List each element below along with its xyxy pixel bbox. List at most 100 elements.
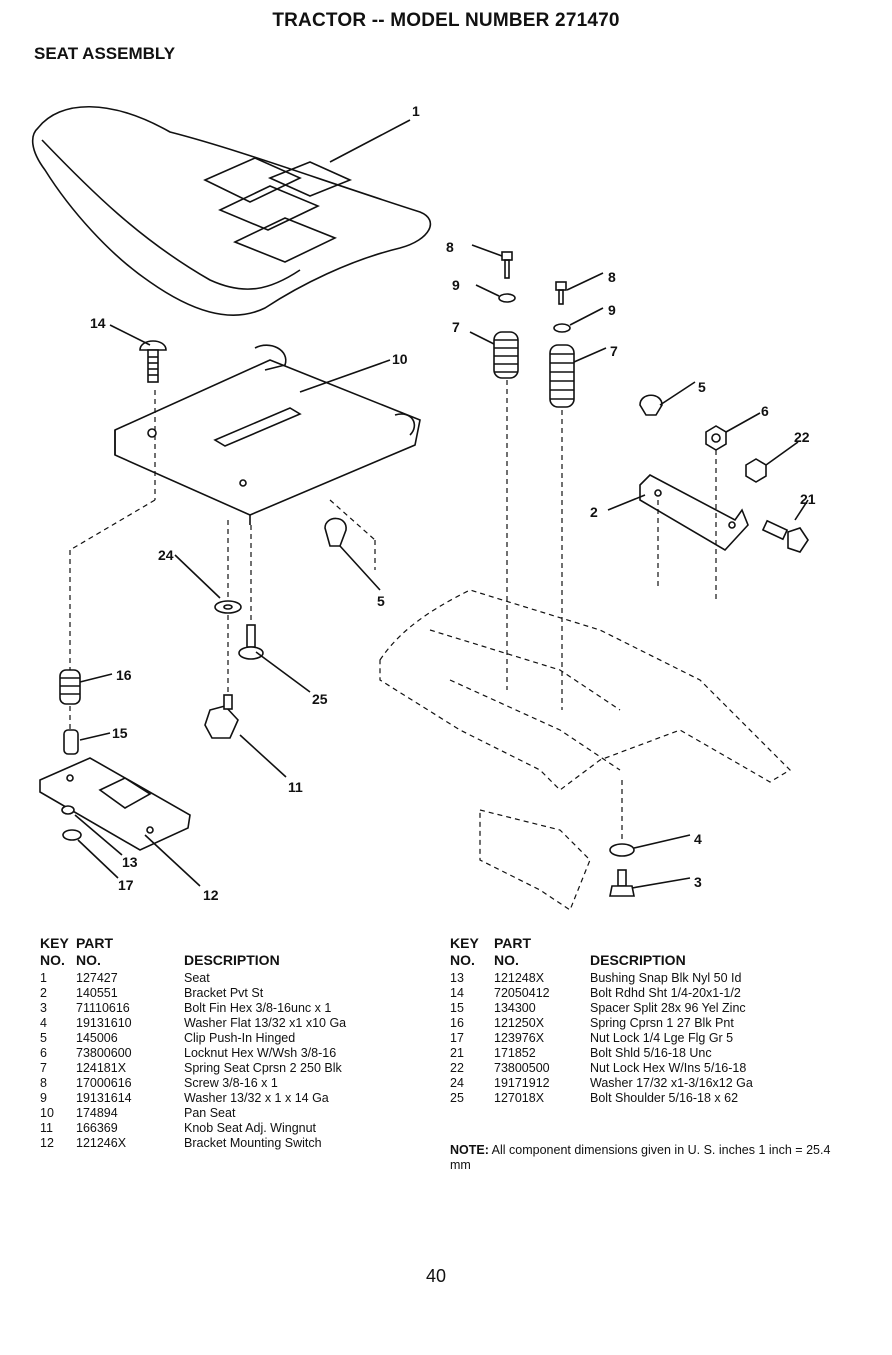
part-description: Bolt Fin Hex 3/8-16unc x 1 (184, 1001, 332, 1015)
part-number: 19171912 (494, 1076, 550, 1090)
parts-row: 1 127427 Seat (40, 971, 440, 986)
parts-table-left: KEY PART NO. NO. DESCRIPTION 1 127427 Seat… (40, 936, 440, 1151)
key-number: 7 (40, 1061, 47, 1075)
callout-13: 13 (122, 854, 138, 870)
key-number: 17 (450, 1031, 464, 1045)
exploded-parts-diagram: 1 2 3 4 5 5 6 7 7 8 8 9 9 10 11 12 13 14… (31, 103, 816, 911)
key-number: 9 (40, 1091, 47, 1105)
header-key: KEY (450, 935, 479, 951)
parts-row: 22 73800500 Nut Lock Hex W/Ins 5/16-18 (450, 1061, 870, 1076)
part-description: Bracket Pvt St (184, 986, 264, 1000)
part-description: Bracket Mounting Switch (184, 1136, 322, 1150)
callout-2: 2 (590, 504, 598, 520)
part-description: Locknut Hex W/Wsh 3/8-16 (184, 1046, 337, 1060)
part-number: 127018X (494, 1091, 545, 1105)
key-number: 1 (40, 971, 47, 985)
key-number: 22 (450, 1061, 464, 1075)
callout-21: 21 (800, 491, 816, 507)
callout-1: 1 (412, 103, 420, 119)
callout-9-left: 9 (452, 277, 460, 293)
part-description: Nut Lock 1/4 Lge Flg Gr 5 (590, 1031, 734, 1045)
callout-17: 17 (118, 877, 134, 893)
header-key-no: NO. (450, 952, 475, 968)
part-number: 124181X (76, 1061, 127, 1075)
header-part: PART (76, 935, 114, 951)
key-number: 8 (40, 1076, 47, 1090)
part-number: 72050412 (494, 986, 550, 1000)
callout-3: 3 (694, 874, 702, 890)
key-number: 14 (450, 986, 464, 1000)
part-number: 174894 (76, 1106, 118, 1120)
callout-4: 4 (694, 831, 702, 847)
key-number: 24 (450, 1076, 464, 1090)
parts-row: 6 73800600 Locknut Hex W/Wsh 3/8-16 (40, 1046, 440, 1061)
part-number: 121246X (76, 1136, 127, 1150)
key-number: 10 (40, 1106, 54, 1120)
part-description: Pan Seat (184, 1106, 236, 1120)
callout-22: 22 (794, 429, 810, 445)
part-number: 19131614 (76, 1091, 132, 1105)
callout-8-left: 8 (446, 239, 454, 255)
note-label: NOTE: (450, 1143, 489, 1157)
key-number: 15 (450, 1001, 464, 1015)
part-description: Spring Cprsn 1 27 Blk Pnt (590, 1016, 734, 1030)
section-title: SEAT ASSEMBLY (34, 44, 176, 63)
header-part-no: NO. (76, 952, 101, 968)
callout-9-right: 9 (608, 302, 616, 318)
part-description: Washer Flat 13/32 x1 x10 Ga (184, 1016, 347, 1030)
parts-row: 15 134300 Spacer Split 28x 96 Yel Zinc (450, 1001, 870, 1016)
part-number: 166369 (76, 1121, 118, 1135)
key-number: 3 (40, 1001, 47, 1015)
callout-7-left: 7 (452, 319, 460, 335)
part-number: 73800500 (494, 1061, 550, 1075)
part-number: 127427 (76, 971, 118, 985)
callout-6: 6 (761, 403, 769, 419)
callout-7-right: 7 (610, 343, 618, 359)
part-description: Washer 17/32 x1-3/16x12 Ga (590, 1076, 753, 1090)
spring-right (549, 344, 575, 408)
spring-left (493, 331, 519, 379)
callout-14: 14 (90, 315, 106, 331)
part-description: Screw 3/8-16 x 1 (184, 1076, 278, 1090)
part-description: Nut Lock Hex W/Ins 5/16-18 (590, 1061, 747, 1075)
part-number: 73800600 (76, 1046, 132, 1060)
part-description: Bushing Snap Blk Nyl 50 Id (590, 971, 742, 985)
key-number: 2 (40, 986, 47, 1000)
callout-25: 25 (312, 691, 328, 707)
part-number: 121248X (494, 971, 545, 985)
header-key-no: NO. (40, 952, 65, 968)
key-number: 11 (40, 1121, 53, 1135)
callout-12: 12 (203, 887, 219, 903)
pan-seat-drawing (114, 344, 421, 525)
key-number: 21 (450, 1046, 464, 1060)
header-description: DESCRIPTION (184, 952, 280, 968)
bracket-pivot-drawing (639, 474, 749, 552)
header-key: KEY (40, 935, 69, 951)
callout-24: 24 (158, 547, 174, 563)
parts-row: 9 19131614 Washer 13/32 x 1 x 14 Ga (40, 1091, 440, 1106)
page-title: TRACTOR -- MODEL NUMBER 271470 (272, 10, 620, 31)
header-part: PART (494, 935, 532, 951)
key-number: 6 (40, 1046, 47, 1060)
header-description: DESCRIPTION (590, 952, 686, 968)
part-number: 134300 (494, 1001, 536, 1015)
part-description: Seat (184, 971, 210, 985)
part-description: Spacer Split 28x 96 Yel Zinc (590, 1001, 746, 1015)
page-number: 40 (425, 1266, 447, 1286)
seat-drawing (31, 106, 432, 316)
part-description: Washer 13/32 x 1 x 14 Ga (184, 1091, 329, 1105)
key-number: 4 (40, 1016, 47, 1030)
part-description: Bolt Shoulder 5/16-18 x 62 (590, 1091, 739, 1105)
key-number: 16 (450, 1016, 464, 1030)
